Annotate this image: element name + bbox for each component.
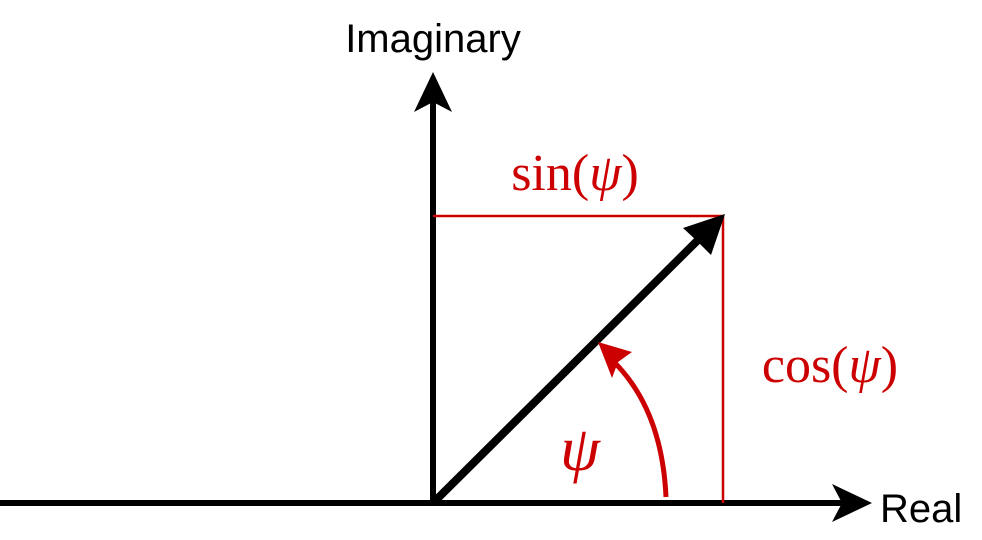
sin-close-paren: ): [621, 145, 638, 202]
angle-label: ψ: [560, 413, 601, 484]
cos-func-text: cos(: [762, 337, 849, 394]
phasor-vector: [430, 214, 725, 506]
angle-arc-arrowhead: [598, 342, 632, 378]
imaginary-axis-label: Imaginary: [345, 17, 521, 61]
angle-arc: [598, 342, 669, 498]
sin-psi-symbol: ψ: [589, 145, 623, 202]
phasor-vector-arrowhead: [683, 214, 725, 255]
imaginary-axis: [414, 72, 452, 503]
real-axis-arrowhead: [832, 484, 872, 522]
cos-close-paren: ): [881, 337, 898, 394]
cos-label: cos(ψ): [762, 337, 898, 394]
angle-arc-curve: [612, 360, 669, 498]
sin-func-text: sin(: [511, 145, 589, 202]
real-axis-label: Real: [880, 487, 962, 531]
sin-label: sin(ψ): [511, 145, 639, 202]
real-axis: [0, 484, 872, 522]
phasor-vector-line: [430, 235, 703, 506]
cos-psi-symbol: ψ: [849, 337, 883, 394]
imaginary-axis-arrowhead: [414, 72, 452, 112]
